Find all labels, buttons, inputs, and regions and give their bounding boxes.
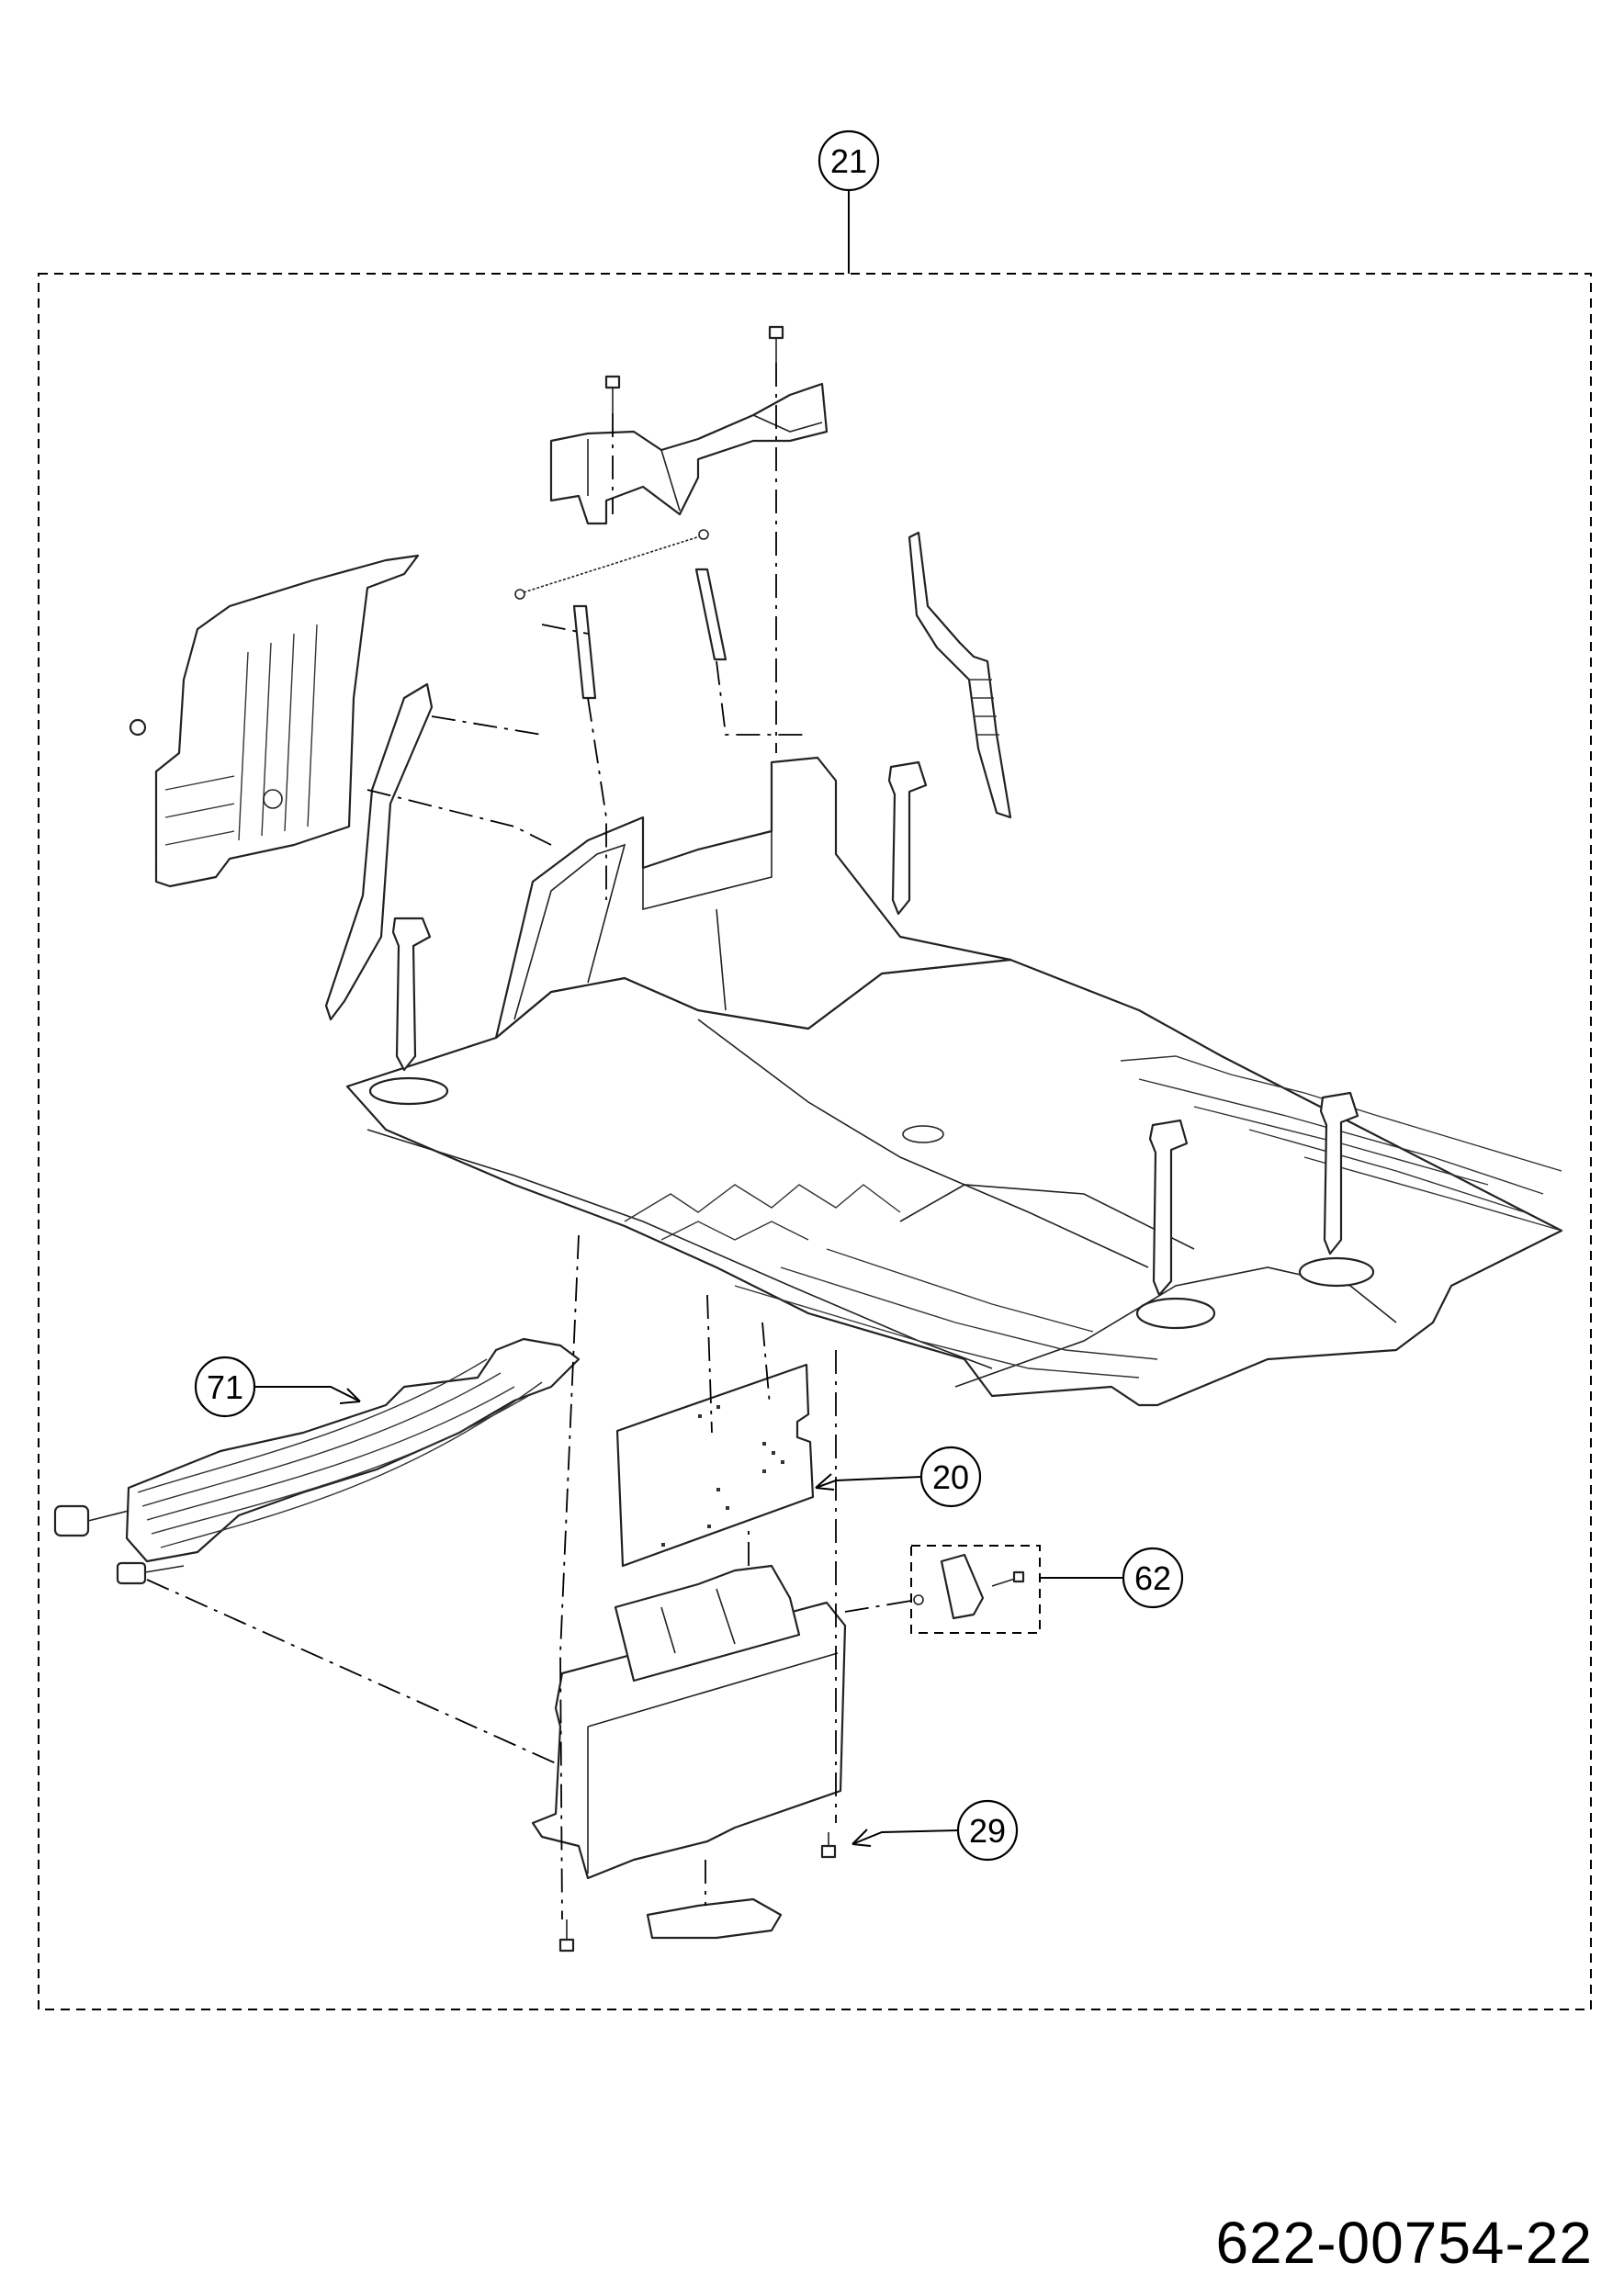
left-trim-strip [324, 682, 434, 1021]
center-hole [902, 1125, 944, 1143]
ground-stake-right [1319, 1091, 1359, 1255]
mount-pad-center [1135, 1297, 1216, 1330]
electronics-housing [531, 1564, 847, 1880]
cable-connector-plug [53, 1504, 130, 1537]
right-trim-strip [908, 531, 1012, 819]
circuit-board [615, 1363, 815, 1568]
guide-pin-right [694, 568, 727, 661]
ground-stake-center [1148, 1119, 1189, 1297]
base-chassis [345, 756, 1563, 1407]
assembly-boundary-box [38, 273, 1592, 2010]
callout-20: 20 [815, 1446, 982, 1508]
cover-clip [129, 718, 147, 737]
callout-21: 21 [818, 129, 880, 192]
item-62-group-box [910, 1545, 1041, 1634]
bottom-screw [558, 1919, 575, 1953]
callout-20-label: 20 [932, 1458, 969, 1496]
mount-pad-right [1298, 1256, 1375, 1288]
callout-29: 29 [851, 1799, 1019, 1862]
bracket-screw-right [768, 325, 784, 363]
perimeter-cable-coil [53, 1337, 581, 1585]
callout-71: 71 [194, 1356, 361, 1418]
tension-spring [514, 529, 709, 600]
ground-stake-middle-rear [887, 760, 928, 916]
callout-29-label: 29 [969, 1812, 1006, 1850]
callout-62: 62 [1040, 1547, 1184, 1609]
cable-connector-end [116, 1561, 185, 1585]
drawing-number: 622-00754-22 [1215, 2210, 1593, 2276]
left-side-cover [129, 554, 420, 888]
bracket-screw-left [604, 375, 621, 413]
callout-62-label: 62 [1134, 1559, 1171, 1597]
callout-71-label: 71 [207, 1368, 243, 1406]
cover-lid [940, 1553, 985, 1620]
ground-stake-left [391, 917, 432, 1072]
mount-pad-left [368, 1076, 449, 1106]
guide-pin-left [572, 604, 597, 700]
housing-screw [820, 1832, 837, 1859]
callout-21-label: 21 [830, 142, 867, 180]
front-rib-set-left [624, 1184, 1158, 1379]
alignment-lines [146, 363, 918, 1920]
cable-gland-bottom [646, 1897, 783, 1940]
lid-screw [991, 1570, 1025, 1587]
lid-washer [913, 1594, 924, 1605]
top-handle-bracket [549, 325, 829, 525]
rear-rib-set-right [1120, 1055, 1562, 1232]
